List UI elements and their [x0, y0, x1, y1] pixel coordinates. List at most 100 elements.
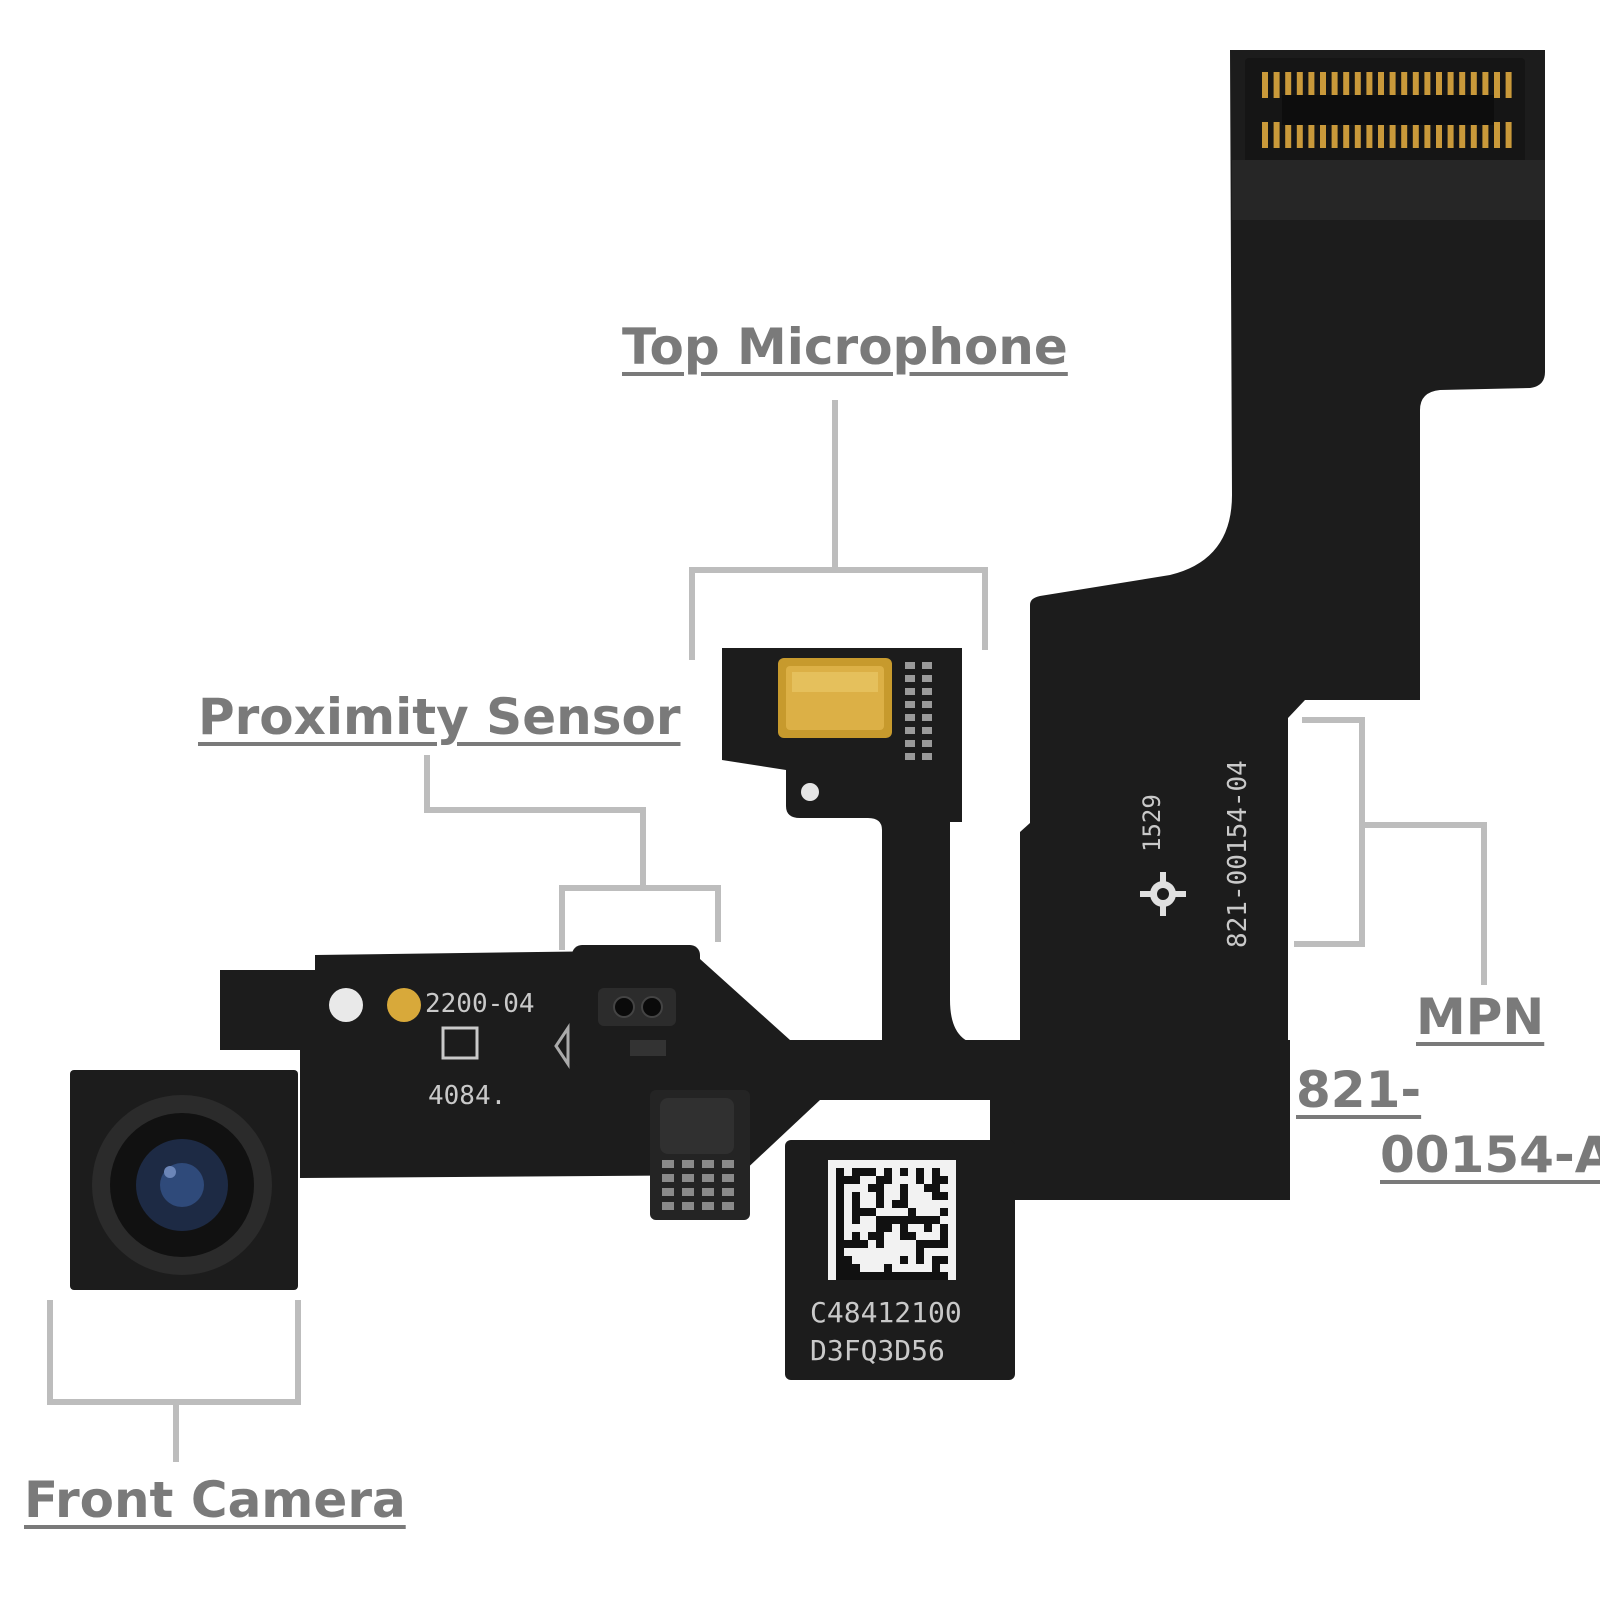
datamatrix-cell	[884, 1168, 892, 1176]
datamatrix-cell	[924, 1216, 932, 1224]
mic-smd-components	[905, 662, 932, 760]
connector-pin	[1482, 72, 1489, 98]
smd-pad	[922, 740, 932, 747]
date-code-marking: 1529	[1138, 794, 1166, 852]
smd-pad	[905, 675, 915, 682]
datamatrix-cell	[900, 1168, 908, 1176]
proximity-sensor-leader	[424, 755, 646, 888]
connector-pin	[1505, 122, 1512, 148]
datamatrix-cell	[908, 1208, 916, 1216]
front-camera-label: Front Camera	[24, 1471, 406, 1529]
datamatrix-cell	[940, 1256, 948, 1264]
datamatrix-cell	[844, 1176, 852, 1184]
proximity-sensor-label: Proximity Sensor	[198, 688, 681, 746]
connector-pin	[1273, 72, 1280, 98]
datamatrix-cell	[868, 1168, 876, 1176]
datamatrix-cell	[908, 1272, 916, 1280]
proximity-sensor-bracket	[559, 885, 721, 950]
connector-pin	[1389, 122, 1396, 148]
datamatrix-cell	[868, 1272, 876, 1280]
connector-pin	[1424, 72, 1431, 98]
smd-pad	[905, 740, 915, 747]
serial-tag	[828, 1160, 956, 1280]
connector-pin	[1436, 72, 1442, 98]
connector-pin	[1366, 122, 1373, 148]
connector-pin	[1505, 72, 1512, 98]
mpn-title-label: MPN	[1416, 988, 1545, 1046]
datamatrix-cell	[836, 1216, 844, 1224]
datamatrix-cell	[844, 1264, 852, 1272]
datamatrix-cell	[932, 1216, 940, 1224]
mpn-line1-label: 821-	[1296, 1061, 1422, 1119]
datamatrix-cell	[836, 1200, 844, 1208]
datamatrix-cell	[836, 1264, 844, 1272]
smd-pad	[922, 753, 932, 760]
datamatrix-cell	[916, 1216, 924, 1224]
connector-pin	[1494, 122, 1500, 148]
ic-pad	[682, 1160, 694, 1168]
proximity-sensor-component	[554, 988, 676, 1069]
ic-pad	[702, 1188, 714, 1196]
datamatrix-cell	[876, 1192, 884, 1200]
smd-pad	[922, 701, 932, 708]
smd-pad	[905, 662, 915, 669]
smd-pad	[905, 688, 915, 695]
datamatrix-cell	[836, 1184, 844, 1192]
smd-pad	[905, 701, 915, 708]
ic-pad	[722, 1174, 734, 1182]
ic-components	[660, 1098, 734, 1210]
datamatrix-cell	[876, 1232, 884, 1240]
datamatrix-cell	[844, 1240, 852, 1248]
smd-pad	[922, 662, 932, 669]
board-connector	[1245, 58, 1525, 163]
fiducial-mark-icon	[1140, 872, 1186, 916]
datamatrix-cell	[916, 1256, 924, 1264]
datamatrix-cell	[908, 1232, 916, 1240]
datamatrix-cell	[876, 1200, 884, 1208]
connector-pin	[1285, 72, 1292, 98]
connector-pin	[1412, 122, 1419, 148]
datamatrix-cell	[836, 1256, 844, 1264]
datamatrix-cell	[844, 1256, 852, 1264]
connector-pin	[1470, 72, 1477, 98]
datamatrix-cell	[852, 1192, 860, 1200]
smd-pad	[905, 753, 915, 760]
mpn-line2-label: 00154-A	[1380, 1126, 1600, 1184]
datamatrix-cell	[852, 1240, 860, 1248]
datamatrix-cell	[932, 1256, 940, 1264]
datamatrix-cell	[852, 1200, 860, 1208]
datamatrix-cell	[836, 1208, 844, 1216]
connector-pin	[1447, 72, 1454, 98]
datamatrix-cell	[884, 1272, 892, 1280]
datamatrix-cell	[916, 1272, 924, 1280]
datamatrix-cell	[940, 1272, 948, 1280]
datamatrix-cell	[932, 1168, 940, 1176]
contact-pads	[329, 988, 479, 1060]
connector-pin	[1273, 122, 1280, 148]
board-markings: 2200-04 4084. C48412100 D3FQ3D56 821-001…	[425, 760, 1253, 1367]
connector-pin	[1308, 72, 1315, 98]
ic-pad	[702, 1160, 714, 1168]
connector-pin	[1366, 72, 1373, 98]
connector-pin	[1296, 122, 1303, 148]
connector-pin	[1424, 122, 1431, 148]
ic-pad	[682, 1188, 694, 1196]
leader-lines	[47, 400, 1487, 1462]
front-camera-component	[92, 1095, 272, 1275]
datamatrix-cell	[836, 1224, 844, 1232]
ic-pad	[682, 1174, 694, 1182]
connector-pin	[1378, 72, 1384, 98]
datamatrix-cell	[860, 1168, 868, 1176]
datamatrix-cell	[900, 1232, 908, 1240]
datamatrix-cell	[900, 1192, 908, 1200]
connector-pin	[1308, 122, 1315, 148]
datamatrix-cell	[924, 1224, 932, 1232]
datamatrix-cell	[940, 1232, 948, 1240]
datamatrix-cell	[916, 1168, 924, 1176]
datamatrix-cell	[924, 1272, 932, 1280]
datamatrix-cell	[940, 1208, 948, 1216]
datamatrix-cell	[876, 1240, 884, 1248]
lot-code-marking: 4084.	[428, 1081, 506, 1111]
datamatrix-cell	[860, 1208, 868, 1216]
